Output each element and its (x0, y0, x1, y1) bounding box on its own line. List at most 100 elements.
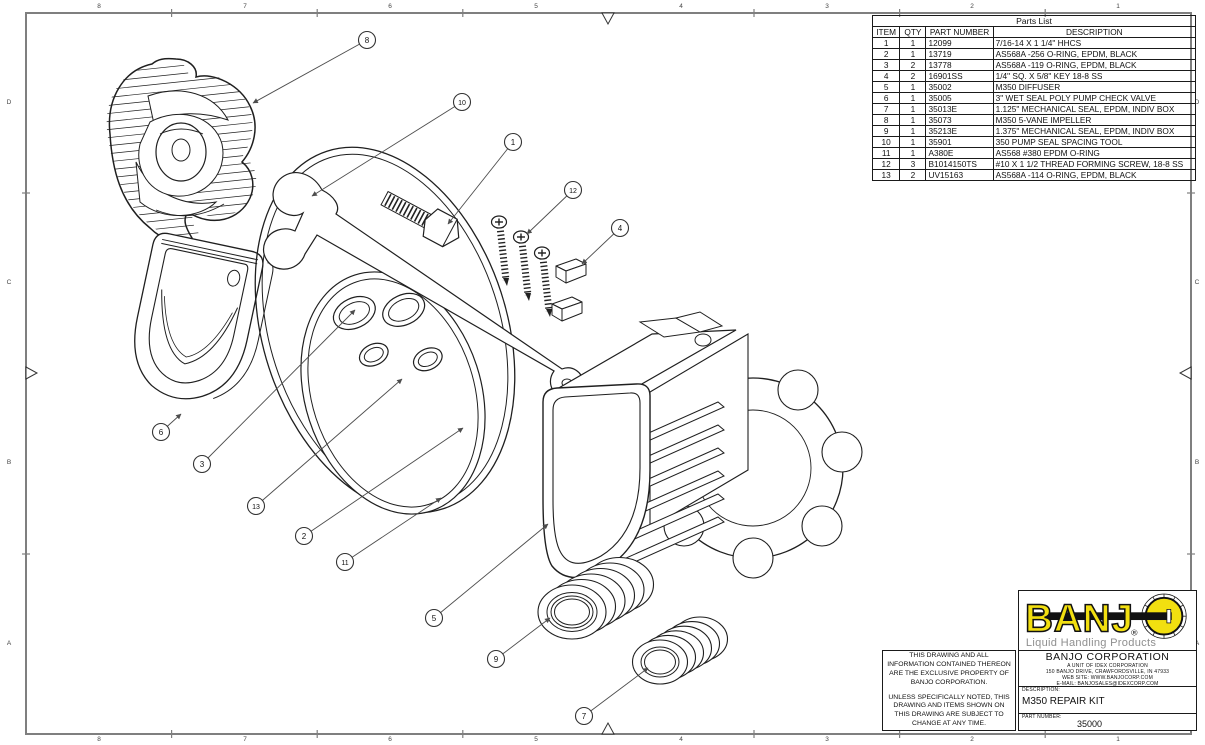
balloon-circle (335, 552, 355, 572)
grid-row-label: D (1194, 99, 1200, 106)
parts-list-title: Parts List (872, 15, 1196, 27)
balloon-circle (294, 526, 314, 546)
balloon-number: 5 (432, 614, 437, 623)
qty-cell: 1 (899, 81, 927, 93)
description-cell: 3" WET SEAL POLY PUMP CHECK VALVE (992, 92, 1197, 104)
grid-column-label: 5 (534, 736, 538, 743)
part-number-cell: 35002 (925, 81, 994, 93)
diffuser-tabs (638, 311, 724, 347)
qty-cell: 2 (899, 169, 927, 181)
description-cell: #10 X 1 1/2 THREAD FORMING SCREW, 18-8 S… (992, 158, 1197, 170)
oring-114 (358, 342, 389, 367)
part-number-cell: 35901 (925, 136, 994, 148)
grid-column-label: 8 (97, 736, 101, 743)
registered-mark: ® (1131, 627, 1138, 637)
column-header-part-number: PART NUMBER (925, 26, 994, 38)
part-number-cell: 35013E (925, 103, 994, 115)
grid-column-label: 7 (243, 736, 247, 743)
balloon-circle (424, 608, 444, 628)
part-number-cell: 35005 (925, 92, 994, 104)
keys (551, 258, 587, 322)
disclaimer-paragraph-2: UNLESS SPECIFICALLY NOTED, THIS DRAWING … (888, 693, 1010, 727)
description-value: M350 REPAIR KIT (1022, 696, 1105, 707)
balloon-6: 6 (151, 413, 182, 442)
key-side-face (565, 263, 587, 284)
balloon-circle (486, 649, 506, 669)
item-cell: 13 (871, 169, 901, 181)
parts-list-table: Parts List ITEM QTY PART NUMBER DESCRIPT… (871, 15, 1197, 181)
grid-column-label: 2 (970, 736, 974, 743)
center-markers (25, 12, 1192, 735)
leader-line (311, 101, 463, 197)
diffuser-front-inner (552, 392, 641, 564)
balloon-circle (151, 422, 171, 442)
hex-bolt (380, 190, 460, 248)
description-label: DESCRIPTION: (1022, 687, 1060, 693)
grid-column-label: 3 (825, 736, 829, 743)
item-cell: 6 (871, 92, 901, 104)
disclaimer-box: THIS DRAWING AND ALL INFORMATION CONTAIN… (882, 650, 1016, 731)
description-cell: M350 5-VANE IMPELLER (992, 114, 1197, 126)
leader-line (252, 39, 368, 104)
part-number-cell: 35213E (925, 125, 994, 137)
part-number-cell: 35073 (925, 114, 994, 126)
balloon-number: 4 (618, 224, 623, 233)
bolt-threads (384, 193, 432, 228)
qty-cell: 3 (899, 158, 927, 170)
balloon-circle (192, 454, 212, 474)
oring-114 (412, 347, 443, 372)
balloon-circle (246, 496, 266, 516)
qty-cell: 1 (899, 147, 927, 159)
title-block: BANJ ® Liquid Handling Products BANJO CO… (1018, 590, 1197, 731)
grid-column-label: 8 (97, 3, 101, 10)
grid-row-label: B (6, 459, 12, 466)
balloon-4: 4 (581, 218, 630, 265)
impeller-detail (159, 128, 204, 135)
wrench-body (263, 172, 584, 399)
balloon-3: 3 (192, 309, 356, 474)
description-cell: 1.125" MECHANICAL SEAL, EPDM, INDIV BOX (992, 103, 1197, 115)
balloon-number: 9 (494, 655, 499, 664)
balloon-9: 9 (486, 617, 551, 669)
balloon-11: 11 (335, 497, 442, 572)
company-name: BANJO CORPORATION (1045, 651, 1170, 663)
impeller (100, 56, 265, 249)
balloon-number: 1 (511, 138, 516, 147)
balloon-12: 12 (526, 180, 583, 235)
part-number-cell: 13719 (925, 48, 994, 60)
check-valve-hinge (161, 242, 258, 265)
description-cell: DESCRIPTION: M350 REPAIR KIT (1019, 687, 1196, 714)
grid-column-label: 3 (825, 3, 829, 10)
grid-row-label: D (6, 99, 12, 106)
part-number-cell: B1014150TS (925, 158, 994, 170)
oring-119-inner (338, 301, 370, 325)
item-cell: 10 (871, 136, 901, 148)
banjo-bridge (1166, 608, 1171, 623)
balloon-number: 7 (582, 712, 587, 721)
screw (490, 215, 510, 286)
balloon-circle (357, 30, 377, 50)
grid-row-label: A (1194, 640, 1200, 647)
balloon-2: 2 (294, 427, 464, 546)
column-header-qty: QTY (899, 26, 927, 38)
item-cell: 11 (871, 147, 901, 159)
balloon-circle (452, 92, 472, 112)
leader-line (255, 378, 403, 507)
item-cell: 3 (871, 59, 901, 71)
check-valve-flap (161, 289, 239, 365)
part-number-cell: A380E (925, 147, 994, 159)
logo-wordmark: BANJ (1024, 597, 1133, 640)
part-number-cell: UV15163 (925, 169, 994, 181)
balloon-number: 2 (302, 532, 307, 541)
item-cell: 1 (871, 37, 901, 49)
grid-column-label: 7 (243, 3, 247, 10)
seal-plate-rim (300, 271, 486, 515)
oring-119-inner (388, 298, 420, 322)
leader-line (433, 523, 549, 619)
